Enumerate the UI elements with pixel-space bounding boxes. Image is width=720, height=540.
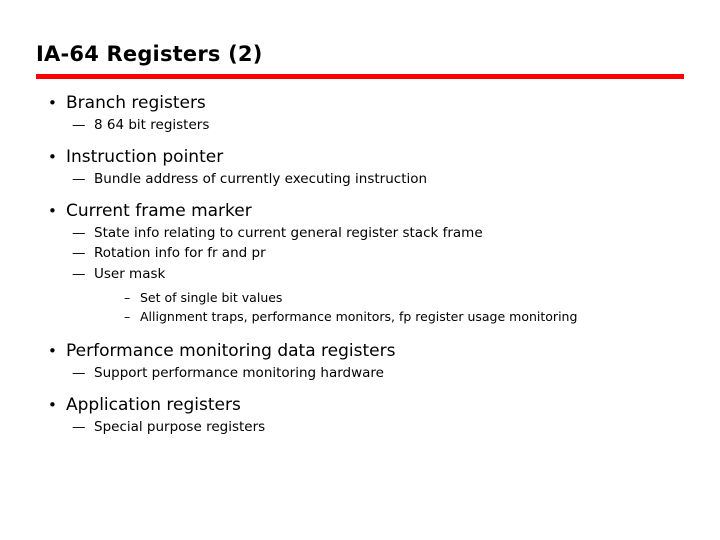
bullet-text: Current frame marker xyxy=(66,200,252,221)
dash-marker-icon: — xyxy=(72,265,86,282)
bullet-text: Branch registers xyxy=(66,93,206,113)
bullet-text: 8 64 bit registers xyxy=(94,117,210,134)
bullet-level1: • Instruction pointer xyxy=(36,147,686,168)
bullet-text: Bundle address of currently executing in… xyxy=(94,171,428,188)
bullet-level3: – Allignment traps, performance monitors… xyxy=(36,309,686,325)
bullet-text: Support performance monitoring hardware xyxy=(94,365,384,382)
bullet-level2: — User mask xyxy=(36,266,686,284)
spacer xyxy=(36,325,686,334)
bullet-level1: • Current frame marker xyxy=(36,201,686,222)
bullet-level2: — 8 64 bit registers xyxy=(36,117,686,135)
dash-marker-icon: — xyxy=(72,365,86,382)
dash-marker-icon: — xyxy=(72,224,86,241)
bullet-level3: – Set of single bit values xyxy=(36,290,686,306)
bullet-marker-icon: • xyxy=(48,147,57,166)
bullet-marker-icon: • xyxy=(48,201,57,220)
title-divider xyxy=(36,74,684,79)
spacer xyxy=(36,135,686,140)
bullet-marker-icon: • xyxy=(48,341,57,360)
dash-marker-icon: — xyxy=(72,419,86,436)
bullet-level1: • Performance monitoring data registers xyxy=(36,341,686,362)
bullet-level2: — Rotation info for fr and pr xyxy=(36,245,686,263)
bullet-level2: — State info relating to current general… xyxy=(36,225,686,243)
bullet-text: State info relating to current general r… xyxy=(94,224,483,241)
bullet-level1: • Branch registers xyxy=(36,93,686,114)
slide-body: • Branch registers — 8 64 bit registers … xyxy=(36,86,686,437)
en-dash-marker-icon: – xyxy=(124,308,131,324)
bullet-text: Instruction pointer xyxy=(66,146,224,167)
bullet-text: User mask xyxy=(94,265,166,282)
bullet-text: Rotation info for fr and pr xyxy=(94,245,266,262)
page-title: IA-64 Registers (2) xyxy=(36,42,263,66)
en-dash-marker-icon: – xyxy=(124,290,131,306)
bullet-level2: — Special purpose registers xyxy=(36,419,686,437)
bullet-level2: — Support performance monitoring hardwar… xyxy=(36,365,686,383)
spacer xyxy=(36,283,686,288)
bullet-marker-icon: • xyxy=(48,395,57,414)
bullet-text: Application registers xyxy=(66,394,241,415)
bullet-level2: — Bundle address of currently executing … xyxy=(36,171,686,189)
bullet-text: Set of single bit values xyxy=(140,290,283,306)
bullet-text: Special purpose registers xyxy=(94,419,266,436)
spacer xyxy=(36,383,686,388)
bullet-text: Performance monitoring data registers xyxy=(66,340,396,361)
dash-marker-icon: — xyxy=(72,171,86,188)
bullet-level1: • Application registers xyxy=(36,395,686,416)
dash-marker-icon: — xyxy=(72,245,86,262)
spacer xyxy=(36,189,686,194)
dash-marker-icon: — xyxy=(72,117,86,134)
bullet-text: Allignment traps, performance monitors, … xyxy=(140,308,578,324)
bullet-marker-icon: • xyxy=(48,94,57,112)
